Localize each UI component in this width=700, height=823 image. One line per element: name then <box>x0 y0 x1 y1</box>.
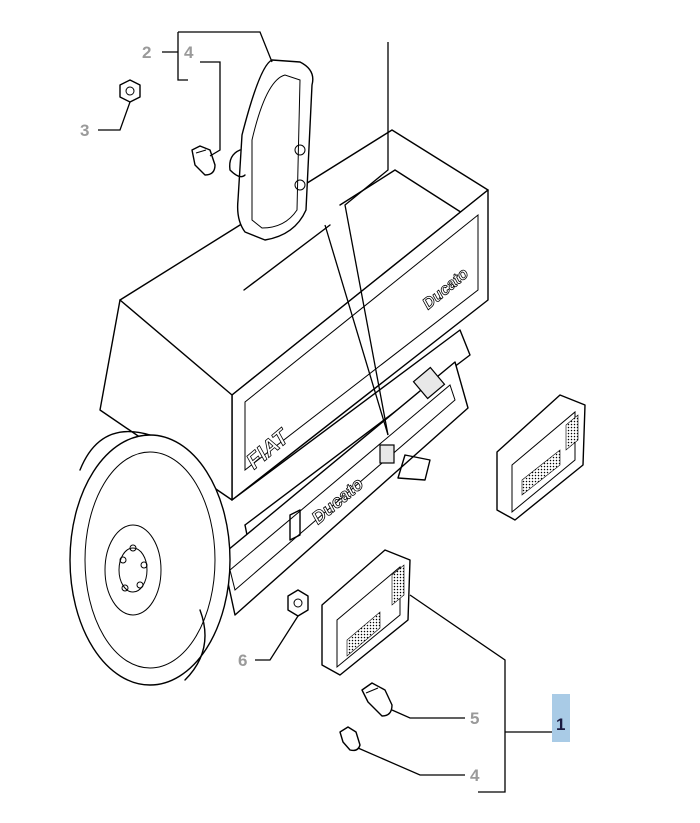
bulb-small-bottom <box>339 726 361 752</box>
rear-lamp-left <box>321 549 411 676</box>
callout-3[interactable]: 3 <box>80 121 89 140</box>
rear-wheel <box>69 430 231 686</box>
callout-4-bottom[interactable]: 4 <box>470 766 480 785</box>
callout-1-box[interactable]: 1 <box>552 694 570 742</box>
nut-top <box>119 79 141 103</box>
callout-5[interactable]: 5 <box>470 709 479 728</box>
bulb-small-top <box>191 145 216 176</box>
callout-1[interactable]: 1 <box>556 715 565 734</box>
leader-lines <box>98 31 552 793</box>
callout-2[interactable]: 2 <box>142 43 151 62</box>
number-plate-lamp <box>229 59 314 241</box>
bulb-large <box>361 682 393 717</box>
nut-bottom <box>287 589 309 617</box>
truck-body <box>99 129 489 616</box>
rear-lamp-right <box>496 394 586 521</box>
callout-4-top[interactable]: 4 <box>184 43 194 62</box>
callout-6[interactable]: 6 <box>238 651 247 670</box>
